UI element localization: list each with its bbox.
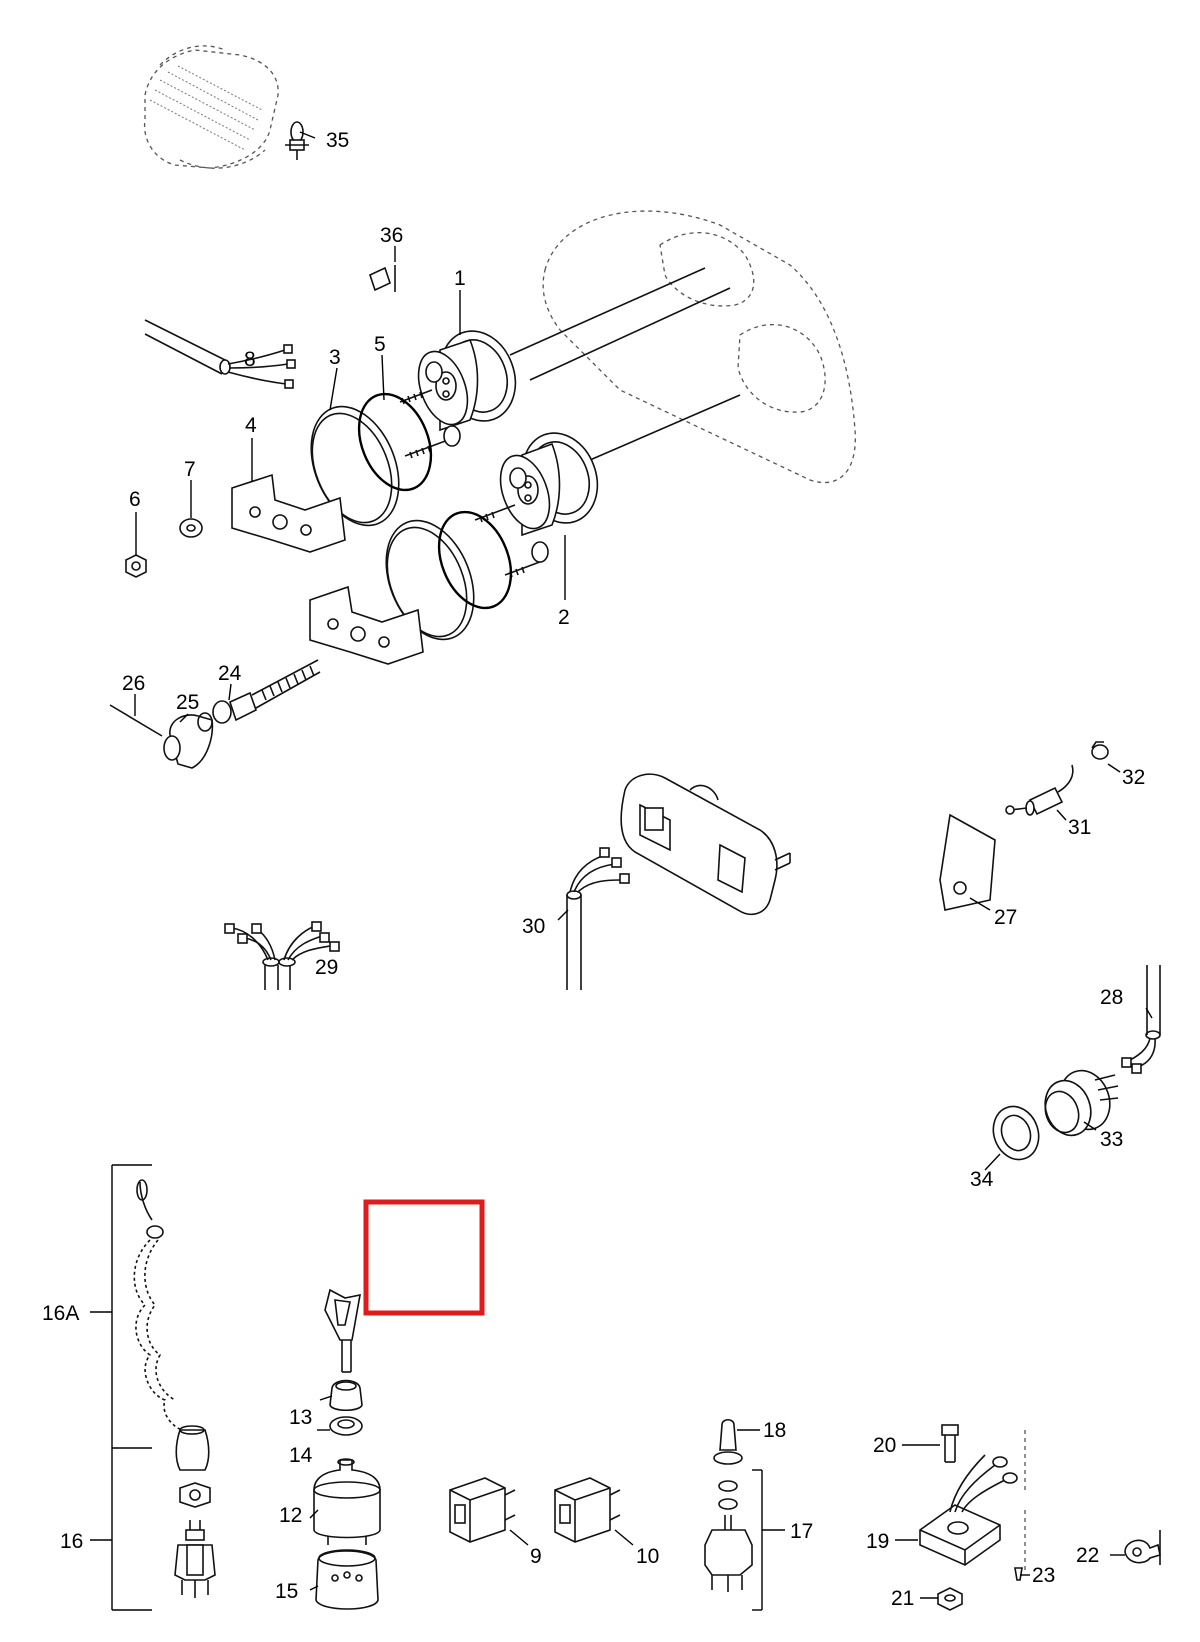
lanyard-16a — [133, 1179, 210, 1471]
rectifier-19 — [919, 1430, 1026, 1570]
label-22: 22 — [1076, 1544, 1099, 1567]
label-29: 29 — [315, 956, 338, 979]
bracket-4 — [231, 473, 424, 665]
label-6: 6 — [129, 488, 141, 511]
dashboard-outline — [542, 210, 856, 484]
label-9: 9 — [530, 1545, 542, 1568]
nut-21 — [937, 1587, 963, 1611]
leader-lines — [90, 131, 1153, 1599]
nut-14 — [329, 1416, 363, 1436]
o-ring-5 — [357, 392, 513, 610]
group-brackets-16 — [111, 1164, 152, 1611]
headlight-assembly — [143, 45, 279, 169]
plate-27 — [939, 813, 996, 911]
label-26: 26 — [122, 672, 145, 695]
label-27: 27 — [994, 906, 1017, 929]
label-5: 5 — [374, 333, 386, 356]
bolt-20 — [941, 1424, 959, 1463]
label-20: 20 — [873, 1434, 896, 1457]
nut-ring-34 — [992, 1105, 1040, 1161]
gauge-1 — [399, 267, 731, 459]
key-switch-16 — [174, 1482, 216, 1598]
part-labels: 35 36 1 8 3 5 4 7 6 2 26 24 25 32 31 27 … — [42, 129, 1145, 1610]
label-10: 10 — [636, 1545, 659, 1568]
label-32: 32 — [1122, 766, 1145, 789]
speedo-cable-24 — [212, 659, 321, 724]
label-18: 18 — [763, 1419, 786, 1442]
label-16: 16 — [60, 1530, 83, 1553]
pin-26 — [109, 704, 163, 737]
gauge-33 — [1044, 1069, 1119, 1137]
label-21: 21 — [891, 1587, 914, 1610]
washer-7 — [179, 518, 203, 538]
seal-ring-3 — [310, 405, 475, 641]
switch-panel-30 — [566, 773, 791, 990]
label-24: 24 — [218, 662, 242, 685]
rocker-switch-9 — [449, 1477, 516, 1543]
label-2: 2 — [558, 606, 570, 629]
ignition-switch-12 — [313, 1458, 381, 1545]
label-36: 36 — [380, 224, 403, 247]
label-34: 34 — [970, 1168, 994, 1191]
label-12: 12 — [279, 1504, 302, 1527]
label-14: 14 — [289, 1444, 313, 1467]
harness-28 — [1121, 965, 1161, 1074]
label-17: 17 — [790, 1520, 813, 1543]
bulb-35 — [285, 121, 309, 160]
label-30: 30 — [522, 915, 545, 938]
label-25: 25 — [176, 691, 199, 714]
toggle-switch-17 — [704, 1469, 763, 1611]
label-3: 3 — [329, 346, 341, 369]
label-35: 35 — [326, 129, 349, 152]
label-13: 13 — [289, 1406, 312, 1429]
label-23: 23 — [1032, 1564, 1055, 1587]
label-33: 33 — [1100, 1128, 1123, 1151]
label-15: 15 — [275, 1580, 298, 1603]
screw-23 — [1014, 1567, 1023, 1581]
label-28: 28 — [1100, 986, 1123, 1009]
label-7: 7 — [184, 458, 196, 481]
rocker-switch-10 — [554, 1477, 621, 1543]
label-1: 1 — [454, 267, 466, 290]
label-31: 31 — [1068, 816, 1091, 839]
cap-32 — [1091, 741, 1109, 760]
harness-8 — [144, 319, 296, 389]
sensor-31 — [1005, 764, 1074, 816]
nut-6 — [125, 554, 147, 578]
connector-15 — [315, 1549, 379, 1610]
label-19: 19 — [866, 1530, 889, 1553]
label-16a: 16A — [42, 1302, 79, 1325]
harness-29 — [224, 921, 340, 990]
label-8: 8 — [244, 348, 256, 371]
label-4: 4 — [245, 414, 257, 437]
clip-22 — [1124, 1530, 1161, 1565]
elbow-fitting-25 — [163, 712, 214, 769]
boot-13 — [329, 1379, 363, 1412]
highlight-box — [363, 1199, 485, 1316]
bulb-36 — [369, 265, 396, 292]
gauge-2 — [474, 394, 741, 578]
key — [324, 1288, 361, 1373]
boot-18 — [713, 1418, 743, 1465]
